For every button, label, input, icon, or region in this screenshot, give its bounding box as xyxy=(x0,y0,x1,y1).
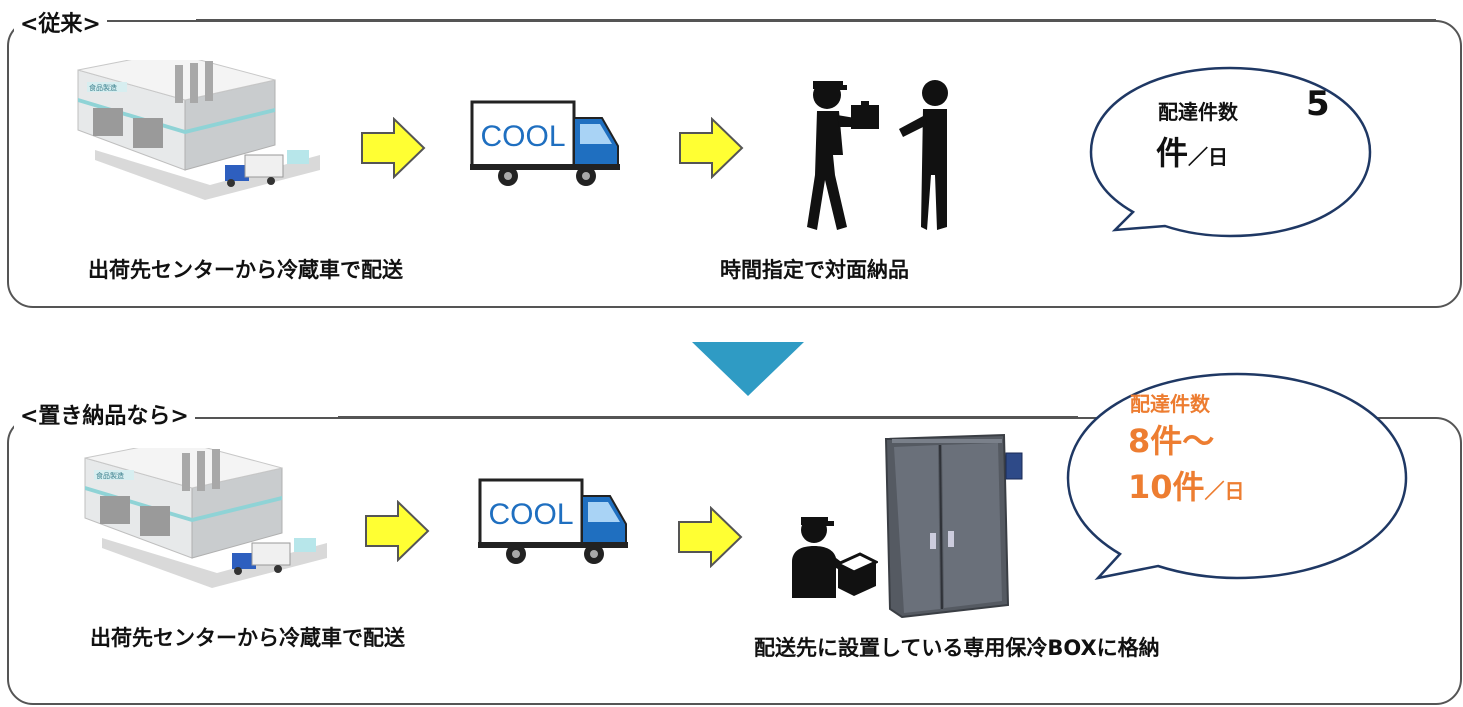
title-rule-conventional xyxy=(196,19,1436,21)
svg-text:食品製造: 食品製造 xyxy=(96,471,124,480)
arrow-right-icon xyxy=(361,117,426,179)
bubble-count-range: 8件～ xyxy=(1128,422,1215,460)
speech-bubble-icon xyxy=(1089,66,1372,238)
arrow-right-icon xyxy=(365,500,430,562)
warehouse-icon: 食品製造 xyxy=(77,60,320,200)
caption-store-in-cold-box: 配送先に設置している専用保冷BOXに格納 xyxy=(754,636,1160,660)
bubble-count: 5 xyxy=(1306,84,1330,124)
caption-ship-from-center: 出荷先センターから冷蔵車で配送 xyxy=(88,258,403,282)
bubble-unit: 件／日 xyxy=(1156,128,1228,174)
bubble-count-suffix: ／日 xyxy=(1204,479,1245,503)
svg-text:COOL: COOL xyxy=(480,120,565,153)
arrow-right-icon xyxy=(679,117,744,179)
bubble-unit-main: 件 xyxy=(1156,134,1189,172)
svg-text:食品製造: 食品製造 xyxy=(89,83,117,92)
section-title-drop-delivery: <置き納品なら> xyxy=(14,398,195,430)
speech-bubble-icon xyxy=(1066,372,1408,580)
cool-truck-icon: COOL xyxy=(470,100,620,186)
section-title-conventional: <従来> xyxy=(14,6,107,38)
delivery-handover-icon xyxy=(807,80,948,230)
title-rule-drop-delivery xyxy=(338,416,1078,418)
arrow-right-icon xyxy=(678,506,743,568)
bubble-label: 配達件数 xyxy=(1130,392,1210,416)
bubble-count-main: 10件 xyxy=(1128,468,1205,506)
bubble-count-per-day: 10件／日 xyxy=(1128,462,1245,508)
delivery-person-icon xyxy=(792,517,878,598)
caption-face-to-face: 時間指定で対面納品 xyxy=(720,258,909,282)
bubble-label: 配達件数 xyxy=(1158,100,1238,124)
caption-ship-from-center: 出荷先センターから冷蔵車で配送 xyxy=(90,626,405,650)
svg-text:COOL: COOL xyxy=(488,498,573,531)
warehouse-icon: 食品製造 xyxy=(84,448,327,588)
bubble-unit-suffix: ／日 xyxy=(1188,145,1229,169)
down-triangle-icon xyxy=(692,342,804,396)
cold-storage-box-icon xyxy=(884,433,1023,618)
cool-truck-icon: COOL xyxy=(478,478,628,564)
